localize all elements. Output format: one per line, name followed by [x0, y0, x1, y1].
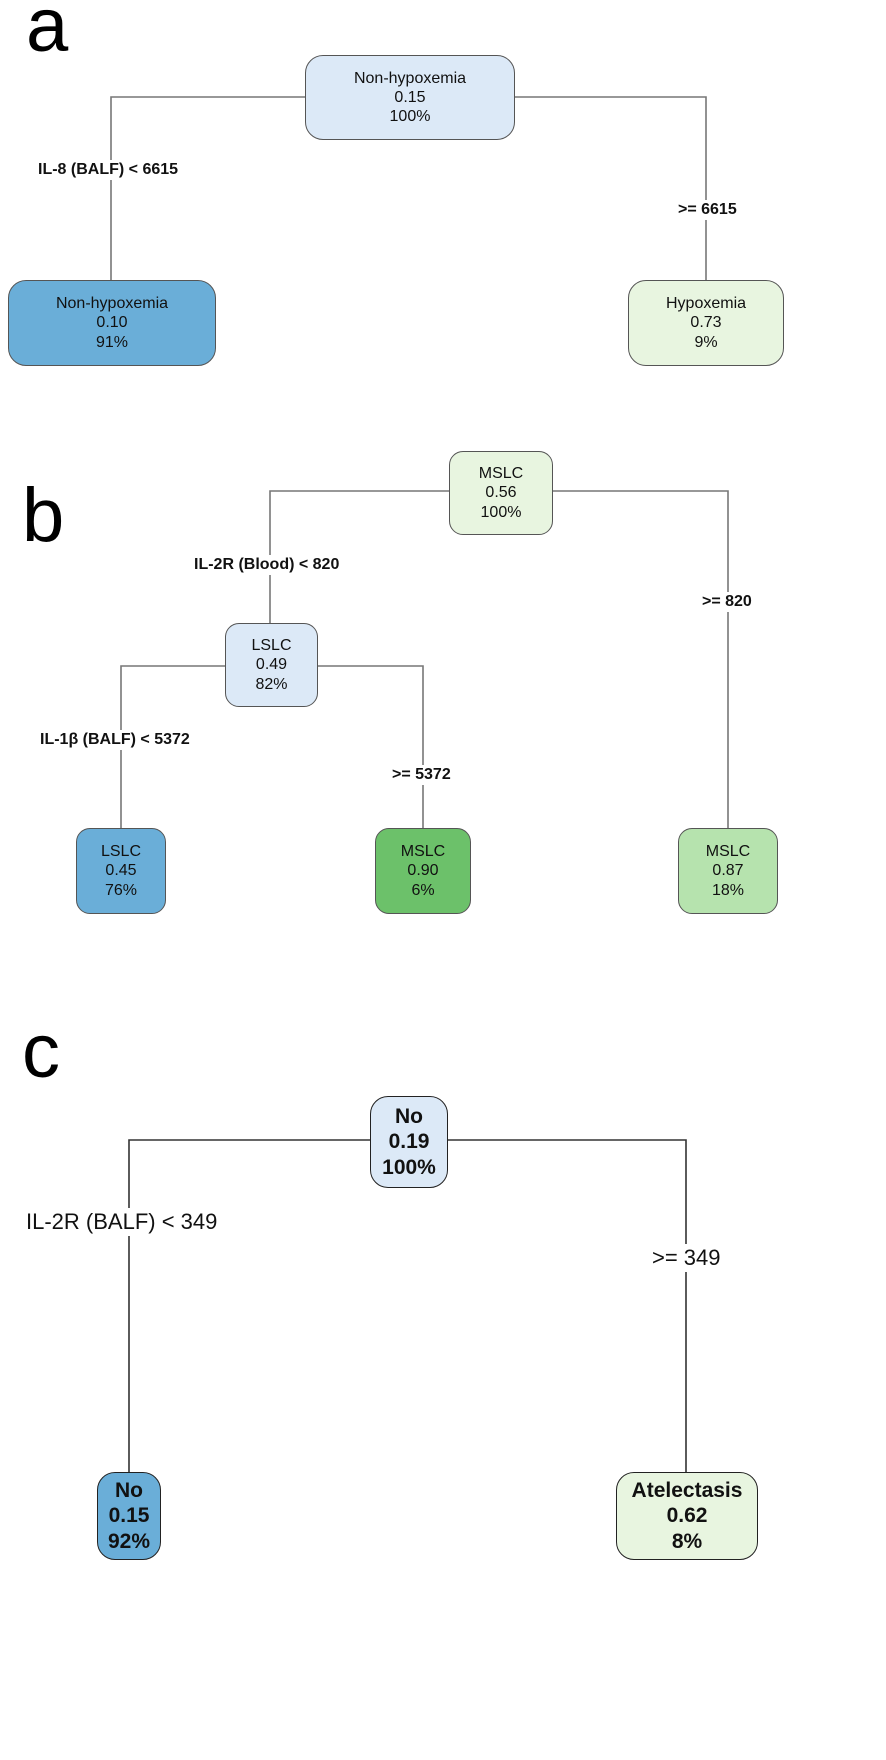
- node-b-leaf-1: LSLC 0.45 76%: [76, 828, 166, 914]
- node-a-left-leaf: Non-hypoxemia 0.10 91%: [8, 280, 216, 366]
- split-label-a-left: IL-8 (BALF) < 6615: [36, 160, 181, 180]
- split-label-b-mid-left: IL-1β (BALF) < 5372: [38, 730, 192, 750]
- node-pct: 91%: [95, 333, 129, 351]
- edge-a-left: [110, 96, 305, 282]
- node-prob: 0.45: [105, 862, 137, 880]
- node-pct: 18%: [711, 881, 745, 899]
- node-pct: 100%: [480, 503, 522, 521]
- panel-a-edges: [110, 96, 707, 282]
- split-label-b-mid-right: >= 5372: [390, 765, 453, 785]
- node-class: Hypoxemia: [665, 295, 747, 313]
- node-class: Non-hypoxemia: [353, 69, 467, 87]
- split-label-c-left: IL-2R (BALF) < 349: [24, 1208, 220, 1236]
- node-pct: 76%: [104, 881, 138, 899]
- node-pct: 6%: [411, 881, 435, 899]
- panel-letter-b: b: [22, 473, 65, 558]
- node-class: MSLC: [400, 843, 446, 861]
- node-b-mid: LSLC 0.49 82%: [225, 623, 318, 707]
- node-prob: 0.15: [108, 1504, 150, 1528]
- node-class: No: [115, 1479, 143, 1503]
- edge-b-root-left: [269, 490, 449, 625]
- node-a-root: Non-hypoxemia 0.15 100%: [305, 55, 515, 140]
- edge-a-right: [515, 96, 707, 282]
- node-c-left-leaf: No 0.15 92%: [97, 1472, 161, 1560]
- split-label-c-right: >= 349: [650, 1244, 723, 1272]
- edge-b-root-right: [553, 490, 729, 830]
- node-prob: 0.73: [690, 314, 722, 332]
- node-class: No: [395, 1105, 423, 1129]
- node-pct: 100%: [382, 1155, 436, 1179]
- node-a-right-leaf: Hypoxemia 0.73 9%: [628, 280, 784, 366]
- node-prob: 0.56: [485, 484, 517, 502]
- split-label-b-root-left: IL-2R (Blood) < 820: [192, 555, 342, 575]
- edge-c-right: [448, 1139, 687, 1474]
- node-b-leaf-2: MSLC 0.90 6%: [375, 828, 471, 914]
- node-pct: 92%: [107, 1529, 151, 1553]
- split-label-b-root-right: >= 820: [700, 592, 754, 612]
- node-pct: 82%: [255, 675, 288, 693]
- node-class: MSLC: [705, 843, 751, 861]
- panel-letter-c: c: [22, 1009, 60, 1094]
- edge-c-left: [128, 1139, 370, 1474]
- node-prob: 0.15: [394, 88, 426, 106]
- node-prob: 0.62: [666, 1504, 708, 1528]
- node-b-leaf-3: MSLC 0.87 18%: [678, 828, 778, 914]
- node-prob: 0.87: [712, 862, 744, 880]
- node-class: LSLC: [251, 637, 292, 655]
- node-class: Atelectasis: [631, 1479, 743, 1503]
- edge-b-mid-left: [120, 665, 225, 830]
- panel-b-edges: [120, 490, 729, 830]
- node-prob: 0.90: [407, 862, 439, 880]
- node-prob: 0.19: [388, 1130, 430, 1154]
- node-pct: 9%: [694, 333, 718, 351]
- panel-b: b MSLC 0.56 100% IL-2R (Blood) < 820 >= …: [0, 420, 886, 960]
- node-c-root: No 0.19 100%: [370, 1096, 448, 1188]
- node-prob: 0.10: [96, 314, 128, 332]
- panel-a: a Non-hypoxemia 0.15 100% IL-8 (BALF) < …: [0, 0, 886, 400]
- panel-letter-a: a: [26, 0, 69, 68]
- node-pct: 100%: [389, 108, 431, 126]
- node-pct: 8%: [671, 1529, 703, 1553]
- node-prob: 0.49: [255, 656, 288, 674]
- node-b-root: MSLC 0.56 100%: [449, 451, 553, 535]
- panel-c-edges: [128, 1139, 687, 1474]
- node-class: Non-hypoxemia: [55, 295, 169, 313]
- node-c-right-leaf: Atelectasis 0.62 8%: [616, 1472, 758, 1560]
- panel-c: c No 0.19 100% IL-2R (BALF) < 349 >= 349…: [0, 1000, 886, 1760]
- split-label-a-right: >= 6615: [676, 200, 739, 220]
- edge-b-mid-right: [318, 665, 424, 830]
- node-class: LSLC: [100, 843, 142, 861]
- node-class: MSLC: [478, 465, 524, 483]
